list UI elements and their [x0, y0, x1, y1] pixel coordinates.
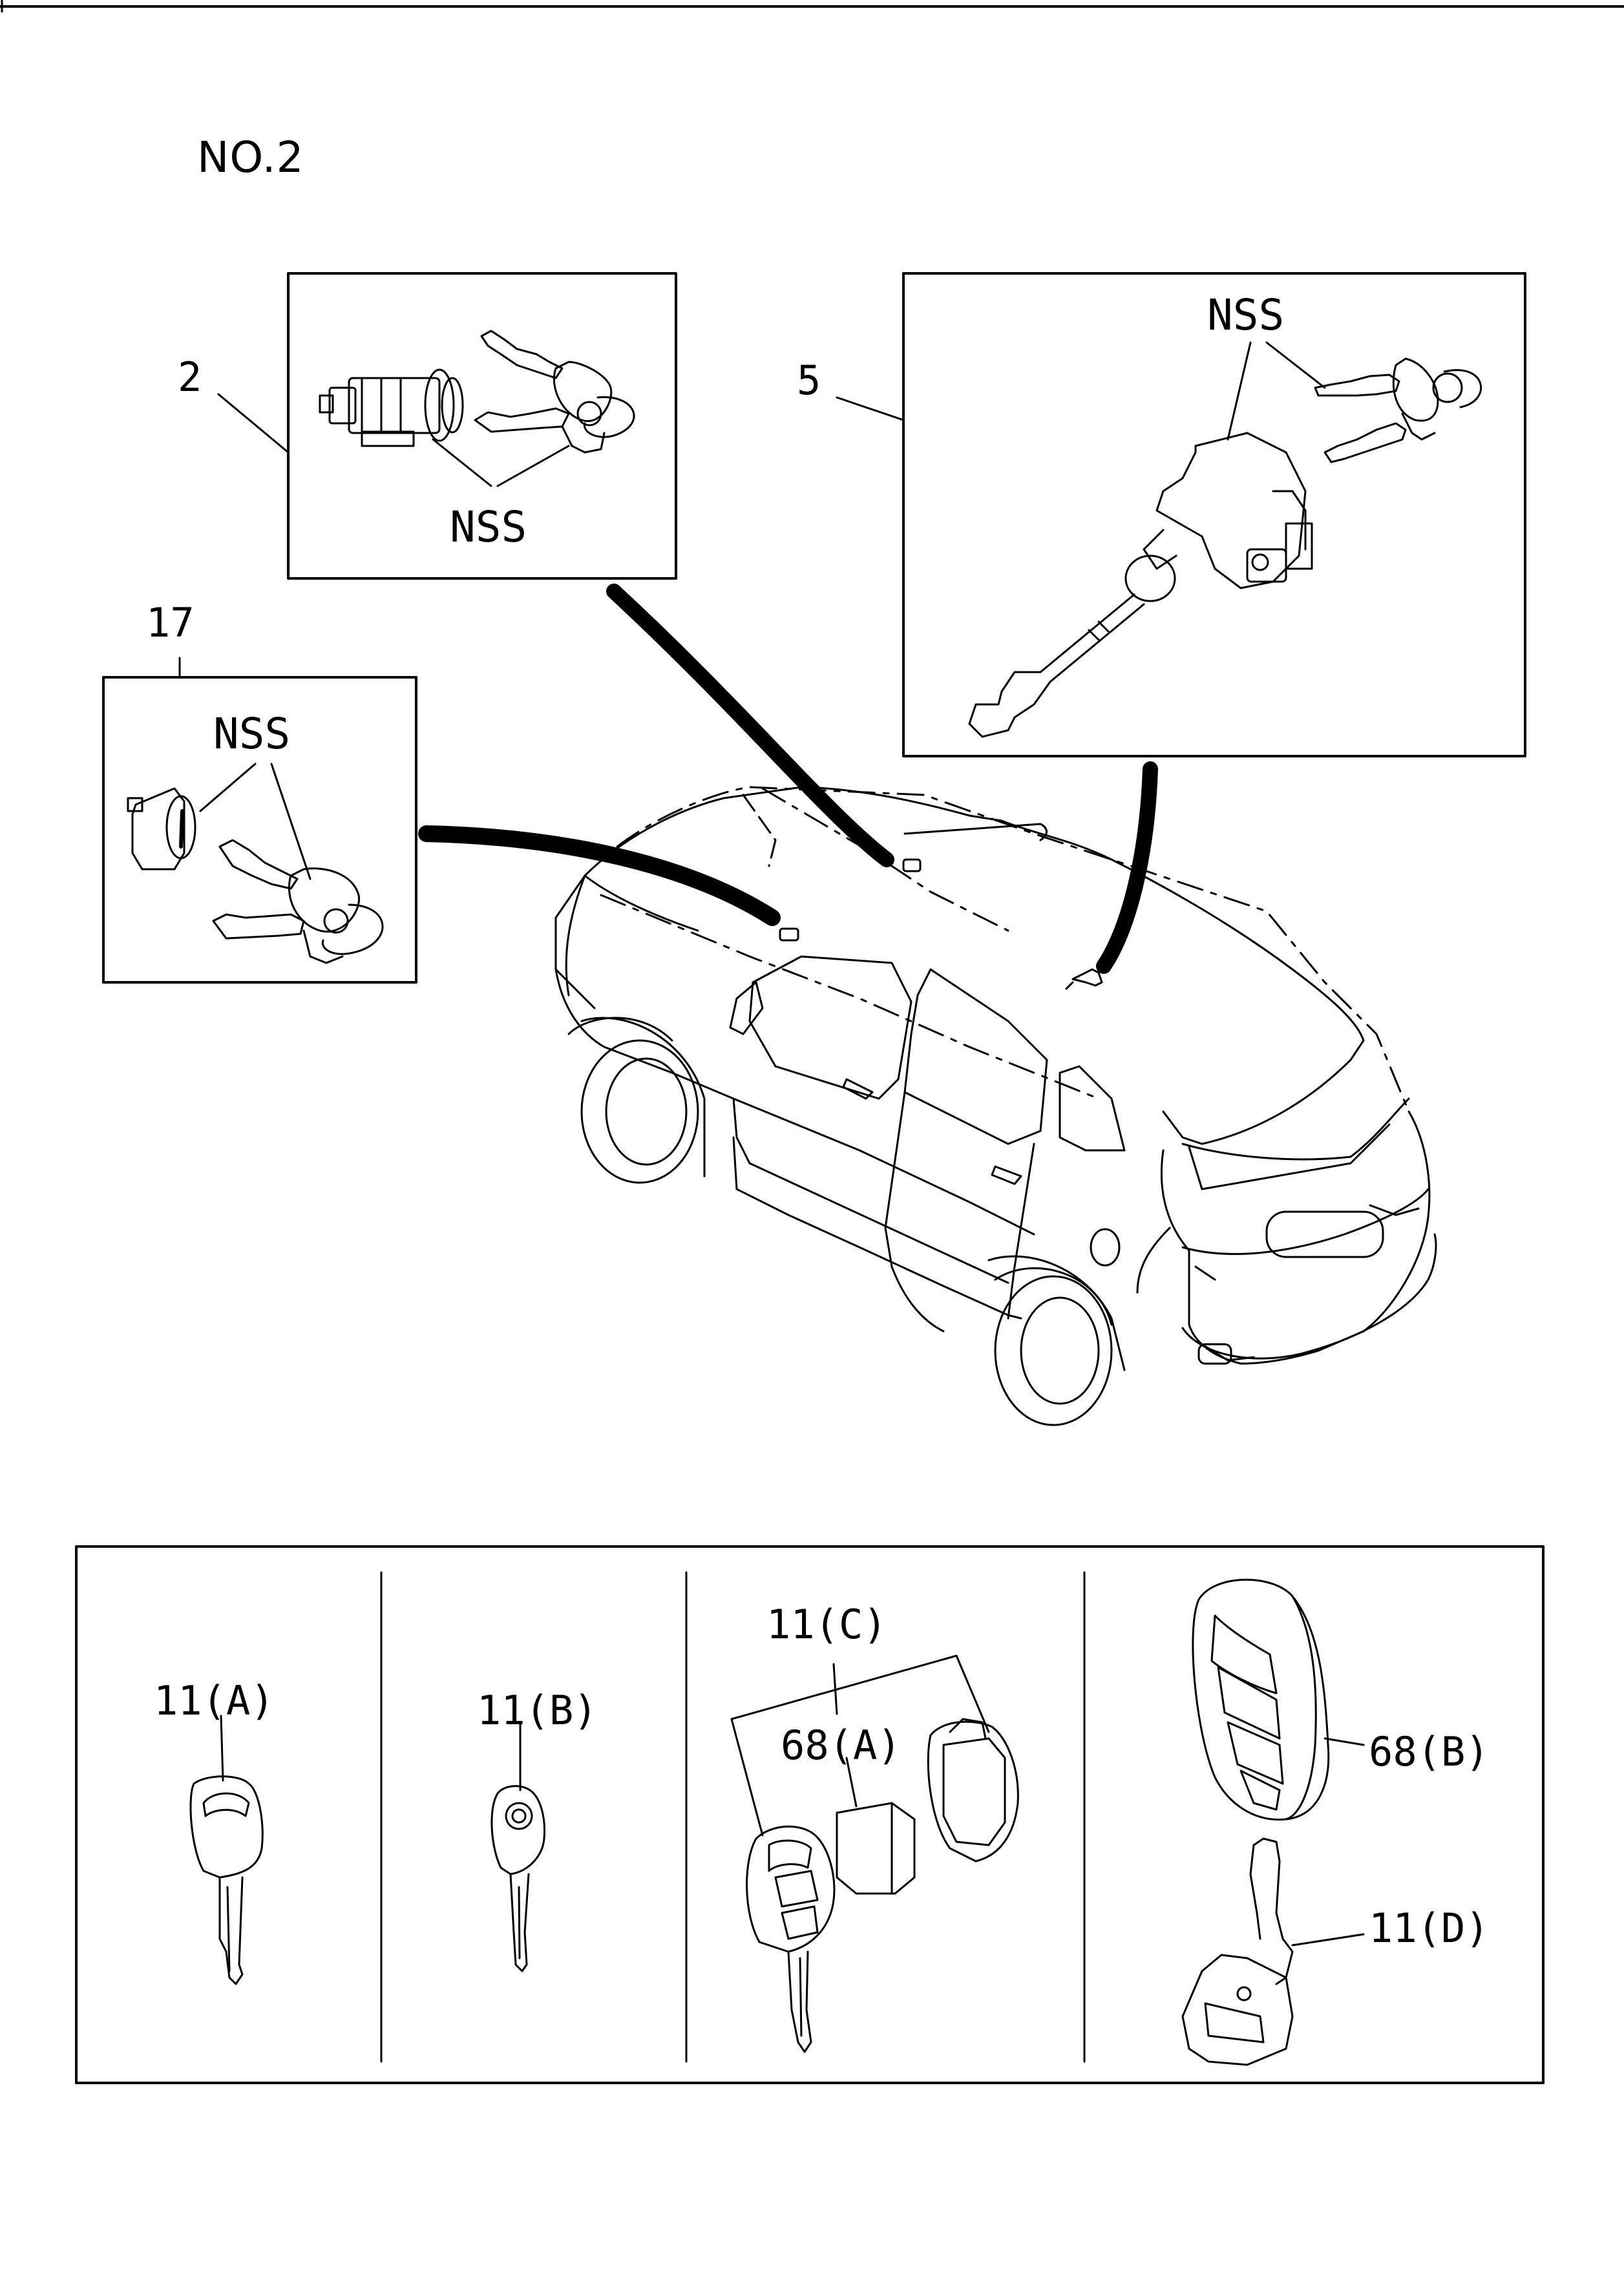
battery-68a-icon[interactable]	[836, 1757, 916, 1895]
label-11a: 11(A)	[154, 1677, 275, 1724]
label-11b: 11(B)	[477, 1687, 598, 1734]
callout-5: 5	[797, 357, 821, 404]
suv-vehicle-illustration	[554, 786, 1437, 1426]
key-pair-icon	[474, 330, 635, 454]
part-box-2[interactable]	[287, 272, 677, 580]
leader-box2-car	[606, 584, 894, 867]
remote-shell-icon[interactable]	[927, 1718, 1019, 1863]
callout-2: 2	[178, 354, 202, 401]
key-variants-panel	[75, 1545, 1545, 2084]
remote-key-icon	[746, 1825, 836, 2053]
leader-box17-car	[418, 825, 781, 926]
key-11a-icon[interactable]	[189, 1715, 264, 1985]
label-11d: 11(D)	[1369, 1905, 1490, 1952]
ignition-cylinder-icon	[319, 368, 464, 447]
key-pair-icon	[1314, 357, 1482, 463]
leader-2	[217, 393, 290, 454]
nss-label-2: NSS	[450, 502, 527, 552]
nss-label-5: NSS	[1207, 290, 1284, 340]
emergency-key-11d-icon[interactable]	[1181, 1837, 1365, 2066]
key-11b-icon[interactable]	[490, 1723, 546, 1972]
key-11c-group[interactable]	[730, 1654, 1019, 2053]
door-lock-cylinder-icon	[968, 432, 1313, 738]
leader-box5-car	[1096, 761, 1158, 974]
lock-cylinder-icon	[127, 787, 196, 871]
part-box-17[interactable]	[102, 676, 417, 984]
label-11c: 11(C)	[766, 1601, 887, 1648]
page-title: NO.2	[197, 132, 304, 182]
part-box-5[interactable]	[902, 272, 1526, 757]
leader-5	[836, 396, 905, 421]
callout-17: 17	[146, 599, 195, 646]
smart-key-68b-icon[interactable]	[1192, 1578, 1365, 1821]
label-68a: 68(A)	[781, 1722, 902, 1769]
nss-label-17: NSS	[213, 709, 290, 759]
label-68b: 68(B)	[1369, 1728, 1490, 1775]
key-pair-icon	[212, 839, 384, 964]
